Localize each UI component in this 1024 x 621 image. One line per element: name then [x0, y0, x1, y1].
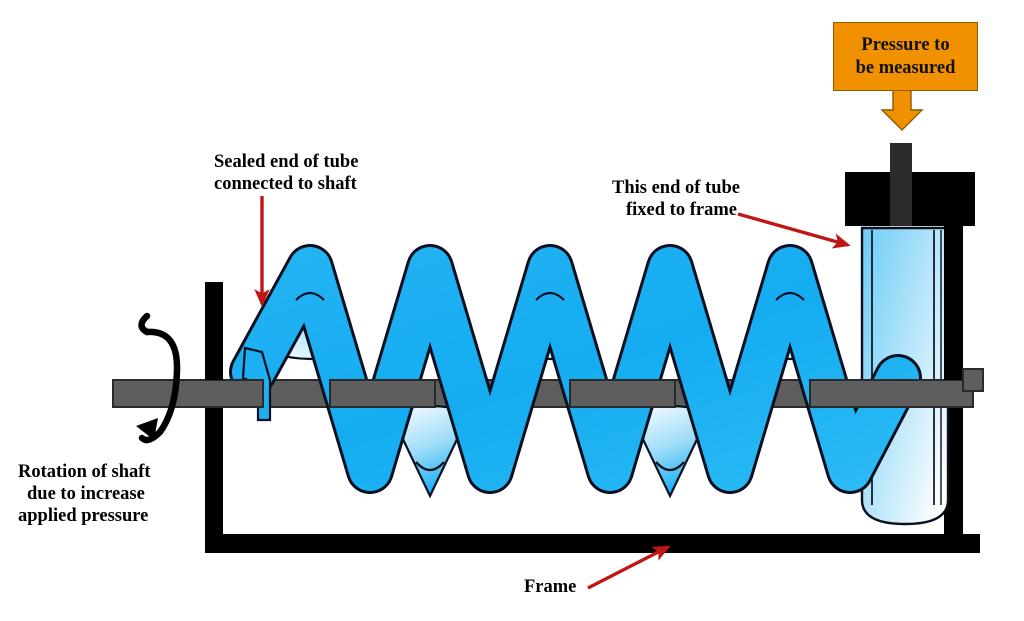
rotation-arrow-icon	[136, 312, 181, 444]
arrow-fixed-end	[737, 212, 851, 249]
pressure-arrow-orange	[880, 89, 924, 131]
pressure-callout-line1: Pressure to	[861, 34, 950, 55]
rotation-line2: due to increase	[27, 483, 145, 504]
rotation-line3: applied pressure	[18, 505, 149, 526]
shaft-front-segments	[112, 190, 984, 408]
pressure-callout-line2: be measured	[855, 57, 956, 78]
sealed-end-line1: Sealed end of tube	[214, 152, 359, 172]
fixed-end-line2: fixed to frame	[626, 199, 737, 220]
annotation-frame: Frame	[524, 577, 576, 599]
pressure-inlet-port	[890, 143, 912, 226]
helical-bourdon-tube	[229, 244, 922, 499]
rotation-line1: Rotation of shaft	[18, 462, 151, 482]
annotation-fixed-end: This end of tube fixed to frame	[612, 178, 740, 222]
annotation-rotation: Rotation of shaft due to increase applie…	[18, 462, 151, 527]
sealed-end-line2: connected to shaft	[214, 173, 357, 194]
arrow-frame	[587, 545, 671, 590]
annotation-sealed-end: Sealed end of tube connected to shaft	[214, 152, 358, 196]
pressure-callout-box: Pressure to be measured	[833, 22, 978, 91]
fixed-end-line1: This end of tube	[612, 178, 740, 198]
frame-label: Frame	[524, 577, 577, 597]
annotation-arrows	[254, 196, 851, 590]
